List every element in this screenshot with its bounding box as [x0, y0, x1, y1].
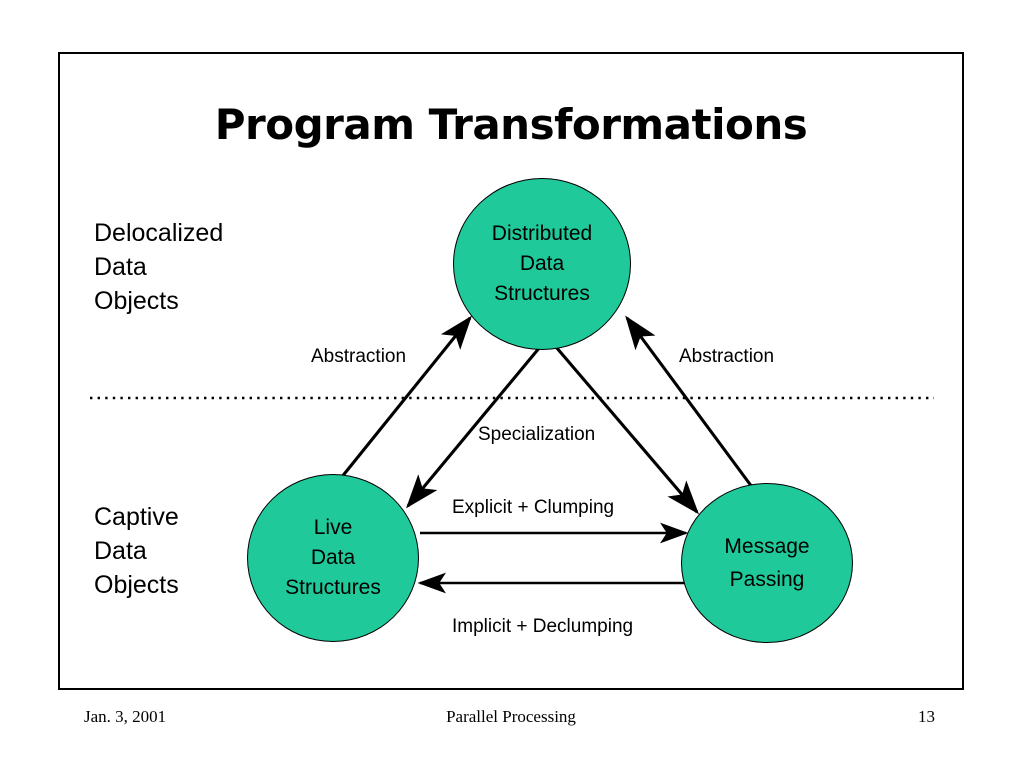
edge-label-abstraction-right: Abstraction [679, 346, 775, 367]
group-label-delocalized-line-2: Data [94, 253, 147, 281]
group-label-delocalized-data-objects: Delocalized Data Objects [94, 216, 223, 318]
edge-label-abstraction-left: Abstraction [311, 346, 407, 367]
node-message-line-2: Passing [729, 568, 805, 591]
node-message-line-1: Message [724, 535, 810, 558]
edge-label-implicit-declumping: Implicit + Declumping [452, 616, 634, 637]
node-live-data-structures[interactable]: Live Data Structures [247, 474, 419, 642]
group-label-captive-line-1: Captive [94, 503, 179, 531]
footer-page-number: 13 [918, 707, 935, 726]
node-distributed-line-1: Distributed [491, 222, 593, 245]
group-label-captive-line-2: Data [94, 537, 147, 565]
node-distributed-data-structures[interactable]: Distributed Data Structures [453, 178, 631, 350]
group-label-captive-data-objects: Captive Data Objects [94, 500, 179, 602]
group-label-delocalized-line-3: Objects [94, 287, 179, 315]
node-distributed-line-2: Data [519, 252, 565, 275]
group-label-captive-line-3: Objects [94, 571, 179, 599]
node-distributed-line-3: Structures [494, 282, 590, 305]
group-label-delocalized-line-1: Delocalized [94, 219, 224, 247]
footer-course-title: Parallel Processing [446, 707, 576, 726]
edge-label-explicit-clumping: Explicit + Clumping [452, 497, 615, 518]
footer-date: Jan. 3, 2001 [84, 707, 167, 726]
node-live-line-1: Live [313, 516, 353, 539]
node-message-passing[interactable]: Message Passing [681, 483, 853, 643]
slide-border-frame [58, 52, 964, 690]
node-live-line-2: Data [310, 546, 356, 569]
edge-label-specialization: Specialization [478, 424, 596, 445]
node-live-line-3: Structures [285, 576, 381, 599]
page-title: Program Transformations [214, 100, 808, 149]
